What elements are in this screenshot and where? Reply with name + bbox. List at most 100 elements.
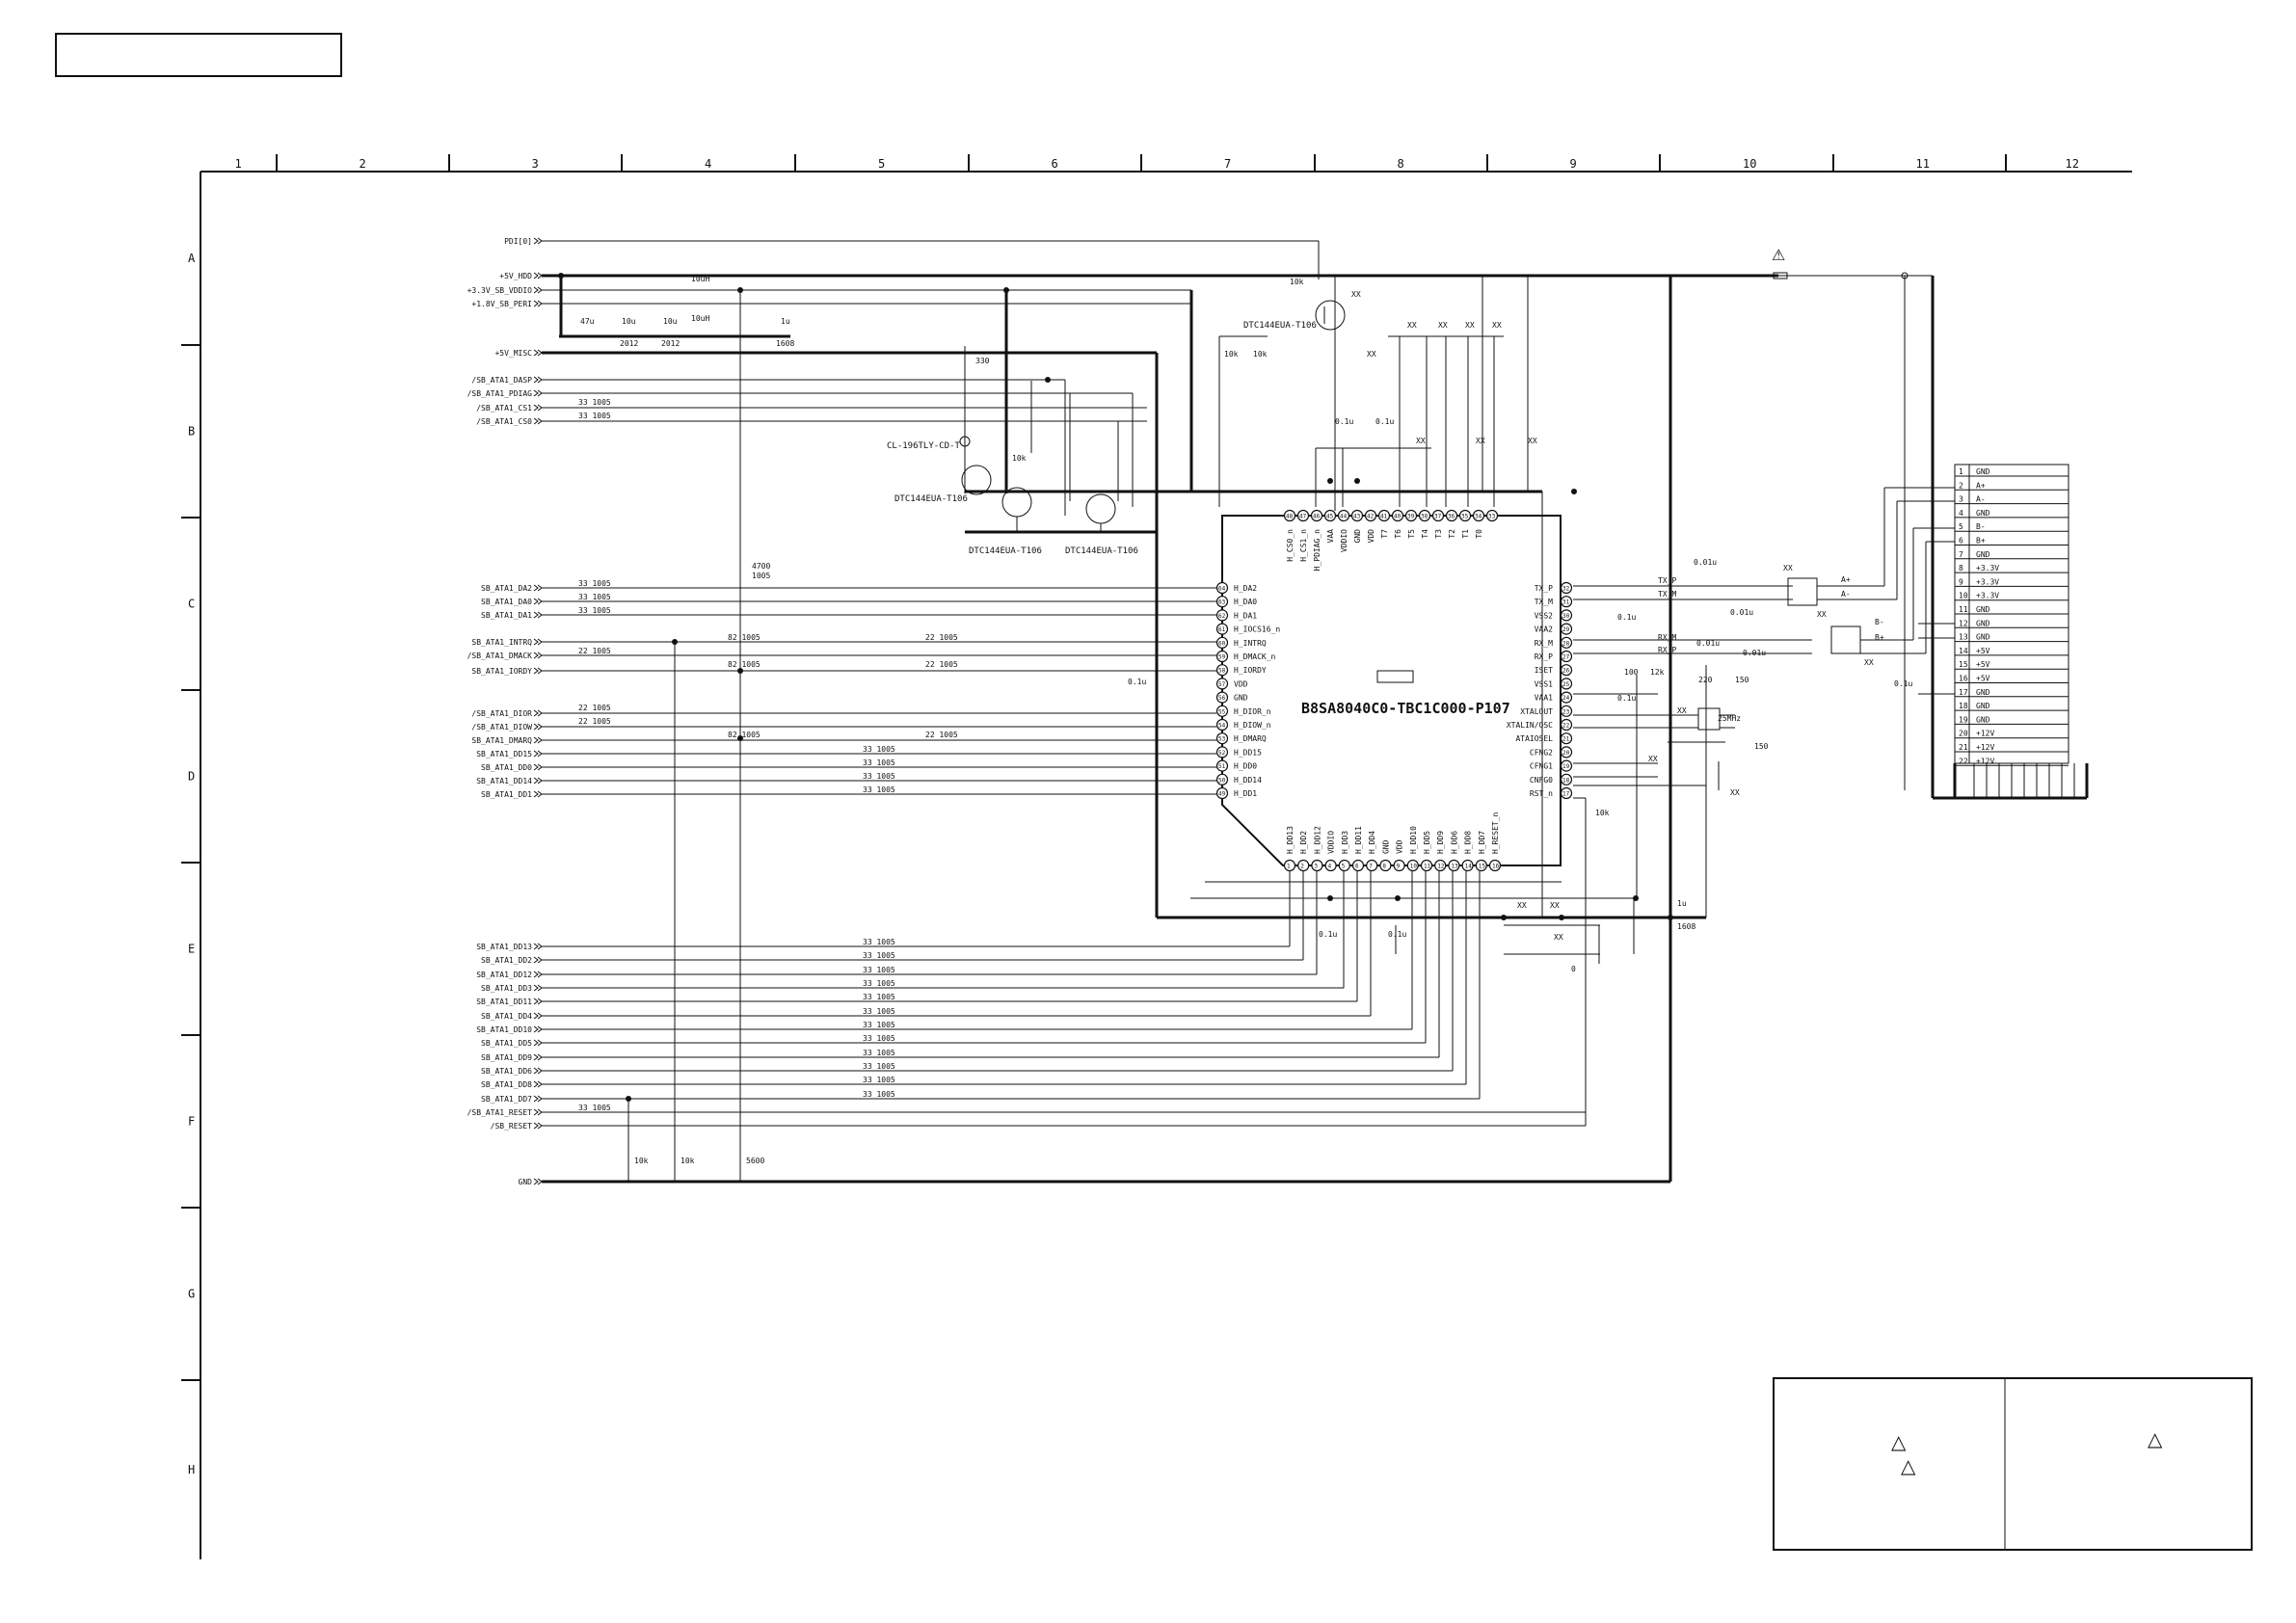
signal-name: +5V_HDD (499, 272, 532, 280)
port-arrow (533, 1067, 543, 1075)
ic-pin (1461, 859, 1474, 872)
connector-pin-number: 7 (1959, 550, 1963, 559)
port-arrow (533, 971, 543, 978)
connector-pin-name: GND (1976, 633, 1990, 642)
resistor-value: 33 1005 (863, 938, 895, 946)
ic-pin (1337, 509, 1350, 522)
zero-ohm: 0 (1571, 965, 1576, 973)
connector-pin-number: 20 (1959, 730, 1968, 738)
signal-name: +1.8V_SB_PERI (471, 300, 532, 308)
drawing-title-box (55, 33, 342, 77)
ic-pin-name: RST_n (1530, 789, 1553, 798)
connector-pin-number: 11 (1959, 605, 1968, 614)
cap-01u-a: 0.1u (1335, 417, 1353, 426)
port-arrow (533, 709, 543, 717)
connector-pin-name: +3.3V (1976, 564, 1999, 572)
ic-pin (1406, 859, 1419, 872)
connector-pin-name: GND (1976, 605, 1990, 614)
ic-pin (1215, 664, 1229, 677)
ic-pin-number: 22 (1562, 723, 1570, 730)
ic-pin-name: T3 (1434, 529, 1443, 539)
cap-1u-bottom: 1u (1677, 899, 1687, 908)
ic-pin-name: CNFG0 (1530, 776, 1553, 785)
resistor-value: 22 1005 (578, 704, 611, 712)
ic-pin-name: CFNG1 (1530, 762, 1553, 771)
ic-pin (1297, 859, 1310, 872)
inductor-label-1: 10uH (691, 275, 709, 283)
ic-pin-name: H_DD5 (1423, 831, 1431, 854)
ic-pin-number: 39 (1407, 514, 1415, 520)
ic-pin-name: TX_M (1535, 598, 1553, 606)
signal-name: SB_ATA1_DA2 (481, 584, 532, 593)
ic-pin-name: VAA2 (1535, 625, 1553, 634)
ic-pin (1560, 609, 1573, 622)
connector-pin-number: 5 (1959, 522, 1963, 531)
xx-mark: XX (1554, 933, 1563, 942)
signal-name: PDI[0] (504, 237, 532, 246)
resistor-value: 33 1005 (863, 1021, 895, 1029)
ic-pin-name: H_DD12 (1313, 826, 1322, 854)
ic-pin (1351, 859, 1365, 872)
xx-mark: XX (1367, 350, 1376, 359)
signal-name: SB_ATA1_INTRQ (471, 638, 532, 647)
xx-mark: XX (1438, 321, 1448, 330)
ic-pin-number: 43 (1353, 514, 1361, 520)
ic-pin-number: 2 (1300, 864, 1304, 870)
a-minus-label: A- (1841, 590, 1851, 599)
signal-name: SB_ATA1_DD7 (481, 1095, 532, 1104)
connector-pin-name: +5V (1976, 647, 1990, 655)
ic-pin (1215, 732, 1229, 745)
ic-pin (1283, 509, 1296, 522)
ic-pin-name: VSS2 (1535, 611, 1553, 620)
port-arrow (533, 1122, 543, 1130)
ic-pin-name: GND (1353, 529, 1362, 544)
connector-pin-number: 15 (1959, 660, 1968, 669)
cap-01u-d: 0.1u (1319, 930, 1337, 939)
port-arrow (533, 286, 543, 294)
ic-pin-name: H_DD6 (1450, 831, 1458, 854)
cap-01u-e: 0.1u (1388, 930, 1406, 939)
a-plus-label: A+ (1841, 575, 1851, 584)
ic-pin-name: H_DD0 (1234, 762, 1257, 771)
ic-pin-name: VDDIO (1340, 529, 1348, 552)
connector-pin-number: 22 (1959, 757, 1968, 765)
column-label: 8 (1398, 157, 1404, 171)
cap-2012-2: 2012 (661, 339, 680, 348)
connector-pin-name: GND (1976, 715, 1990, 724)
xx-mark: XX (1550, 901, 1560, 910)
cap-10u-2: 10u (663, 317, 678, 326)
ic-pin (1560, 705, 1573, 717)
ic-pin-number: 59 (1218, 654, 1226, 661)
tx-m-label: TX_M (1658, 590, 1676, 599)
ic-pin-number: 46 (1313, 514, 1321, 520)
ic-pin-number: 54 (1218, 723, 1226, 730)
ic-pin (1215, 581, 1229, 595)
signal-name: SB_ATA1_IORDY (471, 667, 532, 676)
connector-pin-name: GND (1976, 619, 1990, 627)
port-arrow (533, 998, 543, 1005)
res-10k-led: 10k (1012, 454, 1027, 463)
ic-pin (1560, 581, 1573, 595)
port-arrow (533, 1012, 543, 1020)
signal-name: SB_ATA1_DD11 (476, 998, 532, 1006)
signal-name: /SB_ATA1_DIOW (471, 723, 532, 732)
row-label: C (188, 598, 195, 611)
port-arrow (533, 404, 543, 412)
connector-pin-number: 2 (1959, 481, 1963, 490)
b-plus-label: B+ (1875, 633, 1884, 642)
column-label: 6 (1052, 157, 1058, 171)
column-label: 9 (1570, 157, 1577, 171)
ic-pin-number: 51 (1218, 763, 1226, 770)
ic-pin-name: H_DA1 (1234, 611, 1257, 620)
resistor-value: 33 1005 (578, 606, 611, 615)
resistor-value: 33 1005 (863, 758, 895, 767)
res-10k-b: 10k (1253, 350, 1268, 359)
port-arrow (533, 943, 543, 950)
ic-pin (1560, 786, 1573, 800)
signal-name: SB_ATA1_DD8 (481, 1080, 532, 1089)
cap-1u-bottom-size: 1608 (1677, 922, 1695, 931)
ic-pin-number: 18 (1562, 777, 1570, 784)
column-label: 4 (705, 157, 711, 171)
ic-pin-number: 15 (1479, 864, 1486, 870)
